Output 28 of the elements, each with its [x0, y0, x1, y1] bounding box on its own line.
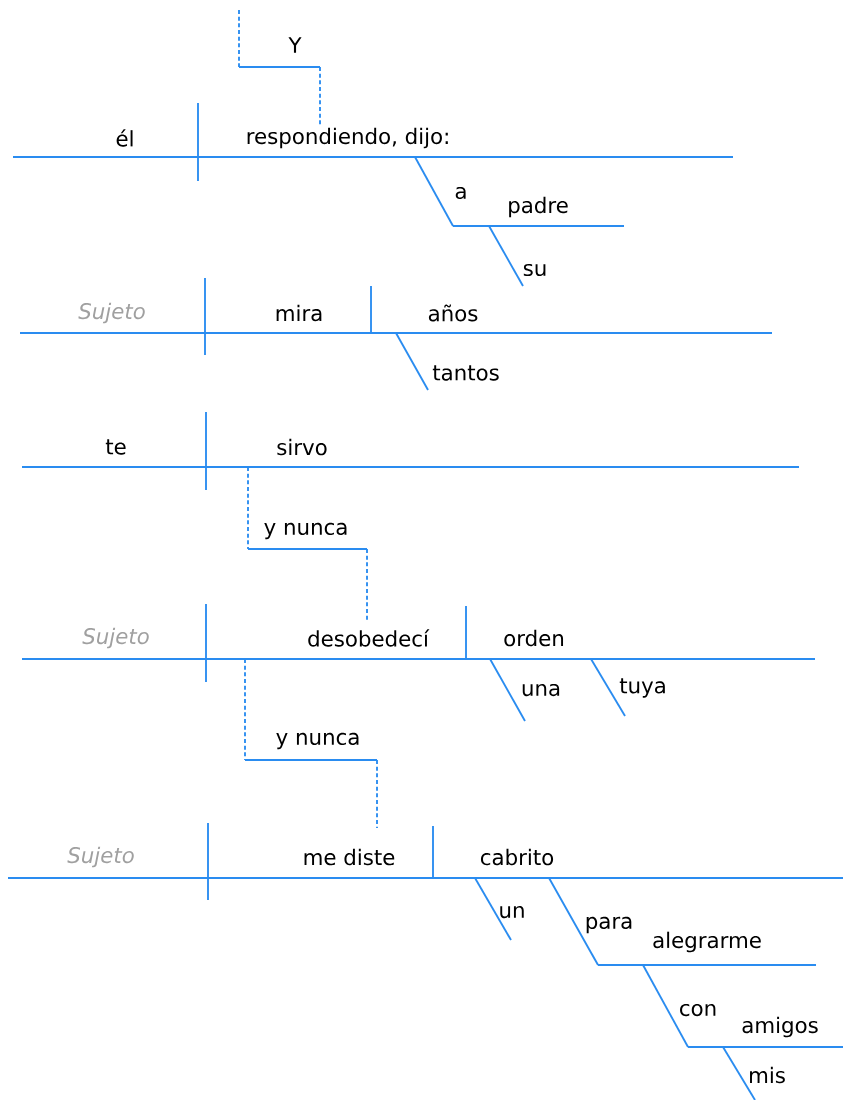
- word-label: y nunca: [276, 732, 359, 750]
- word-label: alegrarme: [653, 931, 761, 953]
- word-label: su: [523, 263, 546, 277]
- word-label: Y: [288, 37, 302, 53]
- word-label: tantos: [432, 365, 499, 381]
- placeholder-word: Sujeto: [67, 846, 134, 868]
- word-label: amigos: [742, 1016, 818, 1038]
- placeholder-word: Sujeto: [78, 302, 145, 324]
- word-label: respondiendo, dijo:: [247, 127, 448, 149]
- word-label: con: [680, 1003, 716, 1017]
- word-label: te: [105, 439, 126, 455]
- word-label: orden: [504, 629, 564, 647]
- word-label: años: [428, 304, 478, 322]
- placeholder-word: Sujeto: [82, 627, 149, 649]
- word-label: a: [455, 186, 466, 200]
- word-label: un: [500, 905, 524, 919]
- word-label: mis: [750, 1066, 785, 1084]
- word-label: sirvo: [277, 438, 327, 456]
- word-label: padre: [509, 196, 568, 218]
- word-label: desobedecí: [308, 629, 430, 647]
- word-label: cabrito: [480, 848, 554, 866]
- word-label: él: [116, 129, 133, 147]
- word-label: una: [522, 683, 560, 697]
- word-label: tuya: [619, 678, 665, 698]
- word-label: mira: [276, 304, 322, 322]
- word-label: para: [586, 916, 632, 934]
- word-label: me diste: [304, 848, 395, 866]
- word-label: y nunca: [264, 522, 347, 540]
